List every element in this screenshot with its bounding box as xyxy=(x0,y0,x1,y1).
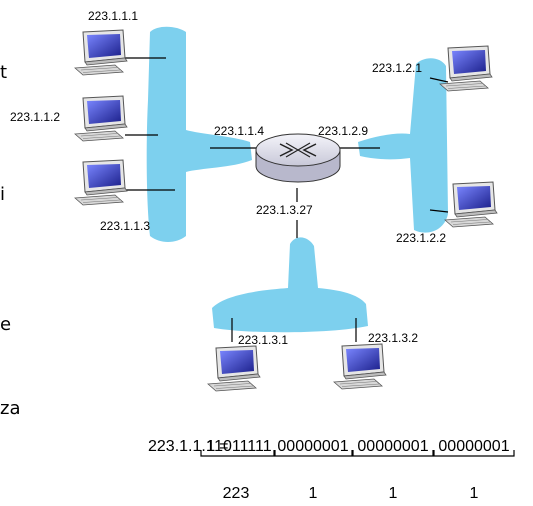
host-ip-label: 223.1.3.1 xyxy=(238,333,288,347)
host-ip-label: 223.1.2.1 xyxy=(372,61,422,75)
left-fragments: t i e za xyxy=(0,62,20,419)
router-icon xyxy=(255,133,341,183)
router-interface-label: 223.1.1.4 xyxy=(214,124,264,138)
host-ip-label: 223.1.3.2 xyxy=(368,331,418,345)
binary-lhs: 223.1.1.1 = xyxy=(148,438,229,455)
fragment-text: i xyxy=(0,184,5,205)
binary-byte: 00000001 xyxy=(357,438,428,455)
host-computer-icon xyxy=(439,45,493,92)
binary-representation: 223.1.1.1 = 11011111 00000001 00000001 0… xyxy=(148,438,515,502)
decimal-value: 1 xyxy=(389,485,398,502)
host-ip-label: 223.1.2.2 xyxy=(396,231,446,245)
binary-byte: 00000001 xyxy=(438,438,509,455)
fragment-text: za xyxy=(0,398,20,419)
decimal-value: 1 xyxy=(470,485,479,502)
binary-byte: 00000001 xyxy=(277,438,348,455)
router-interface-label: 223.1.3.27 xyxy=(256,203,313,217)
host-computer-icon xyxy=(333,343,387,390)
host-computer-icon xyxy=(444,181,498,228)
binary-byte: 11011111 xyxy=(206,438,271,455)
host-computer-icon xyxy=(207,345,261,392)
decimal-value: 1 xyxy=(309,485,318,502)
connection-lines xyxy=(125,57,449,342)
host-ip-label: 223.1.1.1 xyxy=(88,9,138,23)
ip-labels: 223.1.1.1 223.1.1.2 223.1.1.3 223.1.1.4 … xyxy=(10,9,446,347)
subnet-c-link xyxy=(212,237,368,333)
fragment-text: t xyxy=(0,62,7,83)
subnet-b-link xyxy=(358,58,448,233)
host-computer-icon xyxy=(74,29,128,76)
host-computer-icon xyxy=(74,95,128,142)
router-interface-label: 223.1.2.9 xyxy=(318,124,368,138)
byte-brackets xyxy=(200,450,515,457)
host-ip-label: 223.1.1.3 xyxy=(100,219,150,233)
decimal-value: 223 xyxy=(223,485,250,502)
host-computer-icon xyxy=(74,159,128,206)
host-ip-label: 223.1.1.2 xyxy=(10,110,60,124)
subnet-a-link xyxy=(146,26,252,242)
fragment-text: e xyxy=(0,314,11,335)
